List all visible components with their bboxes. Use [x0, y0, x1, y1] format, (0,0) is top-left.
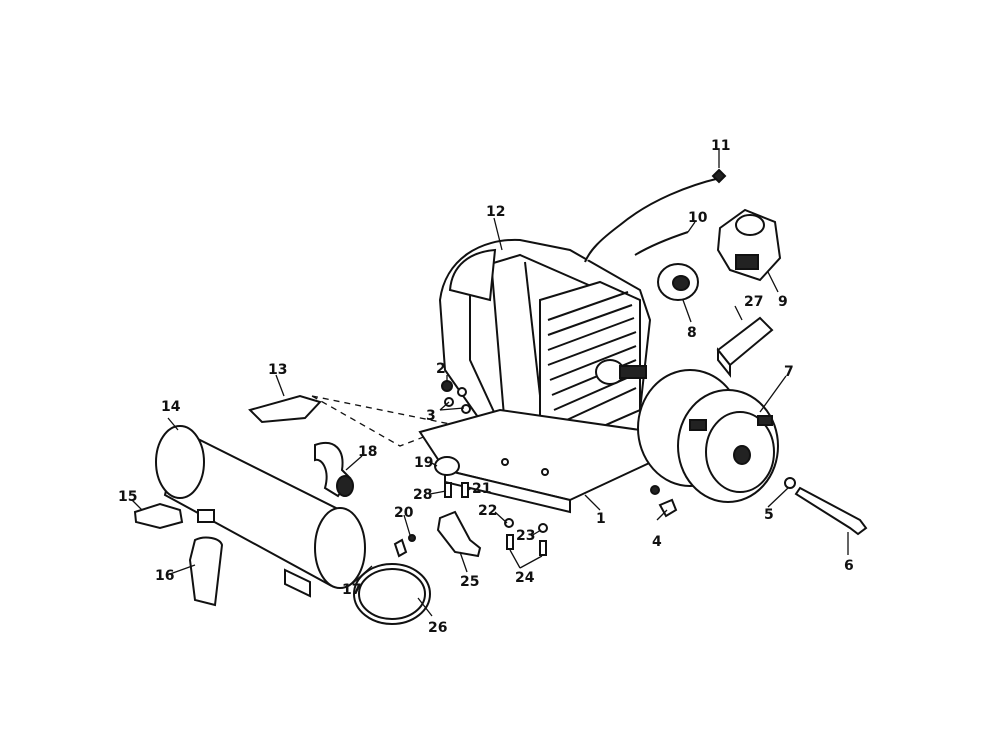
heat-shield-bracket — [248, 394, 322, 424]
callout-3: 3 — [426, 408, 436, 424]
callout-24: 24 — [515, 570, 535, 586]
fuel-fitting — [711, 168, 727, 184]
callout-23: 23 — [516, 528, 535, 544]
fasteners — [408, 380, 868, 556]
muffler-clamp-bracket — [133, 502, 184, 530]
callout-17: 17 — [342, 582, 361, 598]
engine-mount-bracket — [436, 510, 482, 558]
callout-16: 16 — [155, 568, 174, 584]
carburetor — [716, 208, 782, 282]
callout-5: 5 — [764, 507, 774, 523]
callout-26: 26 — [428, 620, 447, 636]
callout-13: 13 — [268, 362, 287, 378]
callout-28: 28 — [413, 487, 432, 503]
fuel-line — [584, 177, 721, 263]
callout-14: 14 — [161, 399, 181, 415]
callout-25: 25 — [460, 574, 479, 590]
rubber-mount — [434, 456, 460, 476]
callout-15: 15 — [118, 489, 137, 505]
callout-2: 2 — [436, 361, 446, 377]
base-plate — [418, 408, 662, 502]
alignment-line-13 — [311, 395, 456, 447]
callout-20: 20 — [394, 505, 414, 521]
callout-19: 19 — [414, 455, 433, 471]
callout-labels: 1 2 3 4 5 6 7 8 9 10 11 12 13 14 15 16 1… — [118, 138, 854, 636]
callout-4: 4 — [652, 534, 662, 550]
drive-clutch — [637, 369, 779, 503]
callout-9: 9 — [778, 294, 788, 310]
callout-10: 10 — [688, 210, 708, 226]
rubber-block — [716, 316, 774, 367]
crankshaft-shaft — [619, 365, 647, 379]
callout-12: 12 — [486, 204, 505, 220]
tail-pipe — [188, 536, 224, 607]
callout-21: 21 — [472, 481, 491, 497]
callout-7: 7 — [784, 364, 794, 380]
leader-lines — [131, 150, 849, 617]
callout-6: 6 — [844, 558, 854, 574]
callout-8: 8 — [687, 325, 697, 341]
callout-11: 11 — [711, 138, 730, 154]
muffler — [155, 425, 366, 598]
callout-22: 22 — [478, 503, 497, 519]
callout-18: 18 — [358, 444, 377, 460]
engine-cooling-fins — [547, 291, 637, 426]
callout-27: 27 — [744, 294, 763, 310]
engine-assembly — [438, 238, 652, 447]
callout-1: 1 — [596, 511, 606, 527]
